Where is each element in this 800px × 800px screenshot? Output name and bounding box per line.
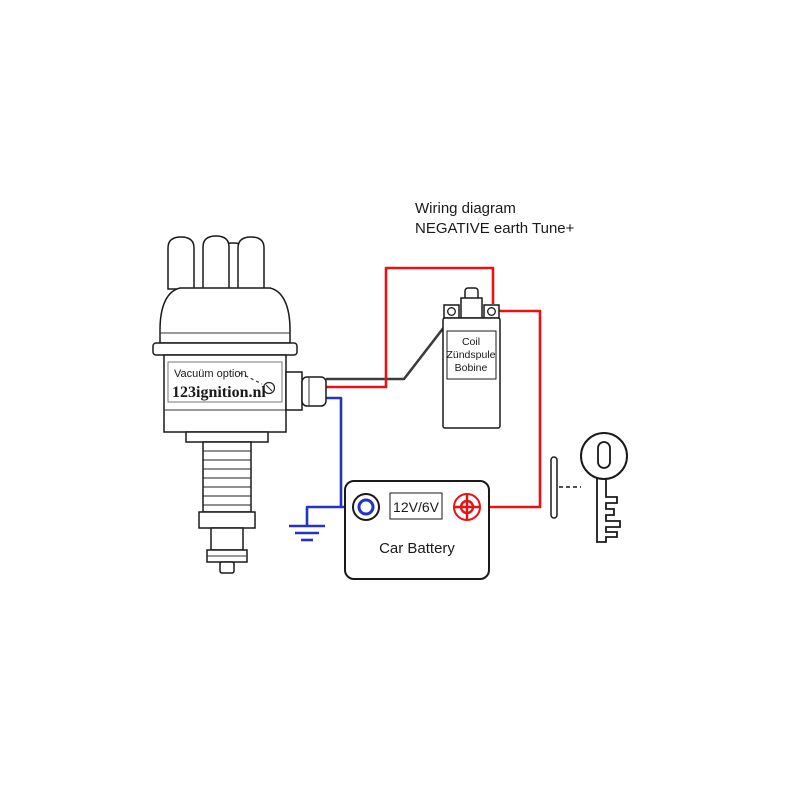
distributor-cap (159, 287, 291, 344)
battery-name-label: Car Battery (379, 540, 455, 557)
shaft-step (185, 431, 269, 443)
shaft-collar (198, 511, 256, 529)
red-wire-distributor-to-coil-positive (326, 266, 495, 389)
battery-voltage-box (389, 492, 443, 520)
diagram-title-line2: NEGATIVE earth Tune+ (415, 220, 575, 237)
coil-ht-tower (460, 297, 483, 319)
battery-negative-terminal (352, 493, 380, 521)
battery-positive-marker-icon (454, 494, 480, 520)
key-blade (596, 469, 621, 543)
battery-case (344, 480, 490, 580)
diagram-title-line1: Wiring diagram (415, 200, 516, 217)
cap-clamp-flange (152, 342, 298, 356)
car-battery: 12V/6V Car Battery (344, 480, 490, 580)
brand-label: 123ignition.nl (172, 384, 266, 401)
ignition-key-switch (550, 432, 628, 543)
drive-dog-tab (219, 561, 235, 574)
battery-voltage-label: 12V/6V (393, 499, 440, 515)
vacuum-screw-slot (265, 384, 273, 392)
title-block: Wiring diagram NEGATIVE earth Tune+ (415, 200, 575, 237)
distributor: Vacuüm option 123ignition.nl (152, 235, 327, 574)
vacuum-pointer-dashed-line (239, 372, 263, 385)
cap-tower-right (237, 236, 265, 290)
connector-base (285, 371, 303, 411)
coil-positive-screw-icon (487, 307, 496, 316)
shaft-rib-lines (203, 450, 251, 506)
coil-label-en: Coil (462, 336, 480, 348)
red-wire-coil-to-battery-positive-via-switch (481, 309, 542, 509)
coil-label-de: Zündspule (446, 349, 495, 361)
distributor-label-plate (167, 361, 283, 403)
coil-label-box (446, 330, 497, 380)
cap-tower-left (167, 236, 195, 290)
cap-tower-middle (202, 235, 230, 290)
key-head-hole (597, 441, 611, 469)
ignition-coil: Coil Zündspule Bobine (442, 287, 501, 429)
ignition-switch-plate (550, 456, 558, 519)
shaft-ribbed-section (202, 441, 252, 513)
vacuum-option-label: Vacuüm option (174, 368, 247, 380)
battery-negative-marker-icon (357, 498, 375, 516)
coil-label-fr: Bobine (455, 362, 488, 374)
connector-plug (301, 376, 327, 407)
coil-negative-screw-icon (447, 307, 456, 316)
shaft-lower (210, 527, 244, 551)
ground-earth-symbol (289, 524, 325, 542)
